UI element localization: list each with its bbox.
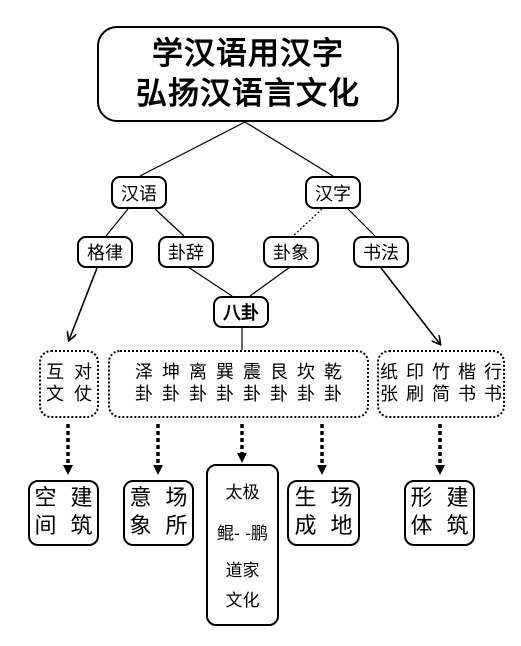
trigram-char: 卦 <box>189 384 207 405</box>
group-left-char: 仗 <box>74 384 92 405</box>
bottom-1-col-1: 空间 <box>34 485 56 541</box>
group-eight-trigrams: 泽卦 坤卦 离卦 巽卦 震卦 艮卦 坎卦 乾卦 <box>108 350 369 418</box>
bottom-5-col-2: 建筑 <box>447 485 469 541</box>
node-hanzi: 汉字 <box>305 176 361 209</box>
node-hanzi-label: 汉字 <box>315 183 351 205</box>
trigram-char: 泽 <box>135 362 153 383</box>
trigram-qian: 乾卦 <box>324 362 342 406</box>
bottom-space-architecture: 空间 建筑 <box>28 480 99 546</box>
group-left-char: 对 <box>74 362 92 383</box>
group-right-char: 简 <box>432 384 450 405</box>
bottom-3-line-2: 鲲- -鹏 <box>217 523 268 544</box>
bottom-4-col-1: 生成 <box>294 485 316 541</box>
bottom-char: 筑 <box>446 514 469 539</box>
trigram-zhen: 震卦 <box>243 362 261 406</box>
group-hanyu-figures: 互 文 对 仗 <box>39 350 99 418</box>
group-right-char: 竹 <box>432 362 450 383</box>
bottom-char: 意 <box>129 486 152 511</box>
node-guaci: 卦辞 <box>158 236 214 268</box>
group-left-col-2: 对 仗 <box>74 362 92 406</box>
bottom-char: 建 <box>446 486 469 511</box>
bottom-2-col-2: 场所 <box>166 485 188 541</box>
bottom-char: 场 <box>165 486 188 511</box>
bottom-4-col-2: 场地 <box>331 485 353 541</box>
trigram-li: 离卦 <box>189 362 207 406</box>
trigram-char: 卦 <box>135 384 153 405</box>
group-right-col: 楷书 <box>458 362 476 406</box>
trigram-char: 卦 <box>297 384 315 405</box>
trigram-char: 卦 <box>162 384 180 405</box>
bottom-char: 生 <box>294 486 317 511</box>
trigram-char: 乾 <box>324 362 342 383</box>
node-bagua-label: 八卦 <box>223 303 259 324</box>
bottom-char: 形 <box>410 486 433 511</box>
node-hanyu: 汉语 <box>111 176 167 209</box>
bottom-char: 所 <box>165 514 188 539</box>
trigram-char: 艮 <box>270 362 288 383</box>
node-guaxiang-label: 卦象 <box>273 243 309 264</box>
trigram-xun: 巽卦 <box>216 362 234 406</box>
trigram-gen: 艮卦 <box>270 362 288 406</box>
group-right-col: 竹简 <box>432 362 450 406</box>
group-hanzi-forms: 纸张 印刷 竹简 楷书 行书 <box>377 350 505 418</box>
trigram-char: 坎 <box>297 362 315 383</box>
trigram-char: 卦 <box>324 384 342 405</box>
trigram-char: 坤 <box>162 362 180 383</box>
trigram-char: 震 <box>243 362 261 383</box>
group-right-char: 纸 <box>380 362 398 383</box>
bottom-3-line-1: 太极 <box>225 482 260 503</box>
group-right-char: 张 <box>380 384 398 405</box>
group-right-char: 楷 <box>458 362 476 383</box>
node-shufa-label: 书法 <box>363 243 399 264</box>
group-left-col-1: 互 文 <box>46 362 64 406</box>
trigram-kan: 坎卦 <box>297 362 315 406</box>
bottom-char: 场 <box>330 486 353 511</box>
group-right-char: 书 <box>458 384 476 405</box>
bottom-taiji-daoism: 太极 鲲- -鹏 道家 文化 <box>206 464 279 626</box>
bottom-image-place: 意象 场所 <box>123 480 194 546</box>
bottom-char: 象 <box>129 514 152 539</box>
trigram-char: 卦 <box>270 384 288 405</box>
group-left-char: 文 <box>46 384 64 405</box>
group-right-col: 纸张 <box>380 362 398 406</box>
bottom-2-col-1: 意象 <box>129 485 151 541</box>
group-right-col: 行书 <box>484 362 502 406</box>
bottom-char: 间 <box>34 514 57 539</box>
bottom-char: 建 <box>70 486 93 511</box>
bottom-3-line-4: 文化 <box>225 590 260 611</box>
group-right-char: 书 <box>484 384 502 405</box>
node-guaci-label: 卦辞 <box>168 243 204 264</box>
trigram-char: 离 <box>189 362 207 383</box>
bottom-char: 体 <box>410 514 433 539</box>
bottom-form-architecture: 形体 建筑 <box>404 480 475 546</box>
node-gelv-label: 格律 <box>87 243 123 264</box>
trigram-ze: 泽卦 <box>135 362 153 406</box>
node-shufa: 书法 <box>353 236 409 268</box>
group-right-char: 印 <box>406 362 424 383</box>
bottom-1-col-2: 建筑 <box>71 485 93 541</box>
bottom-3-line-3: 道家 <box>225 560 260 581</box>
node-gelv: 格律 <box>77 236 133 268</box>
trigram-kun: 坤卦 <box>162 362 180 406</box>
group-right-char: 刷 <box>406 384 424 405</box>
group-left-char: 互 <box>46 362 64 383</box>
group-right-col: 印刷 <box>406 362 424 406</box>
title-line-1: 学汉语用汉字 <box>152 36 344 72</box>
title-box: 学汉语用汉字 弘扬汉语言文化 <box>97 26 399 122</box>
bottom-generation-site: 生成 场地 <box>287 480 360 546</box>
bottom-char: 成 <box>294 514 317 539</box>
node-bagua: 八卦 <box>213 296 269 328</box>
title-line-2: 弘扬汉语言文化 <box>136 76 360 112</box>
bottom-char: 空 <box>34 486 57 511</box>
bottom-char: 地 <box>330 514 353 539</box>
trigram-char: 卦 <box>243 384 261 405</box>
node-hanyu-label: 汉语 <box>121 183 157 205</box>
trigram-char: 巽 <box>216 362 234 383</box>
bottom-5-col-1: 形体 <box>410 485 432 541</box>
trigram-char: 卦 <box>216 384 234 405</box>
bottom-char: 筑 <box>70 514 93 539</box>
node-guaxiang: 卦象 <box>263 236 319 268</box>
group-right-char: 行 <box>484 362 502 383</box>
